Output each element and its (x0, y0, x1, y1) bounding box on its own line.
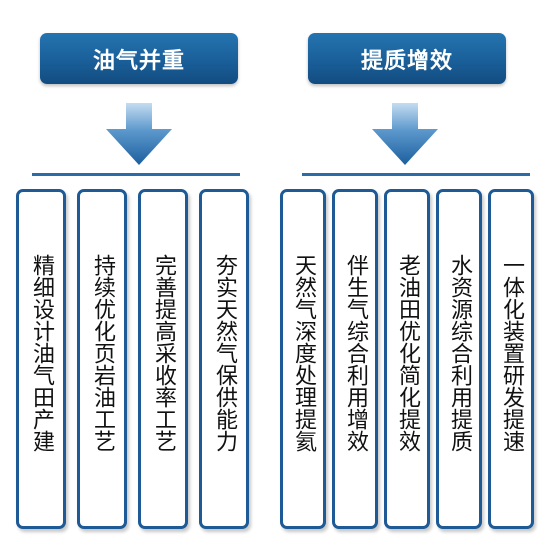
card-label: 精细设计油气田产建 (29, 254, 54, 452)
card-label: 一体化装置研发提速 (499, 254, 524, 452)
card-label: 夯实天然气保供能力 (212, 254, 237, 452)
card-label: 持续优化页岩油工艺 (90, 254, 115, 452)
down-arrow-icon (106, 103, 172, 165)
card-item: 完善提高采收率工艺 (138, 189, 188, 529)
header-oil-gas: 油气并重 (40, 33, 238, 84)
card-item: 持续优化页岩油工艺 (77, 189, 127, 529)
card-item: 天然气深度处理提氦 (280, 189, 326, 529)
card-item: 夯实天然气保供能力 (199, 189, 249, 529)
header-title: 油气并重 (92, 48, 185, 74)
card-label: 伴生气综合利用增效 (343, 254, 368, 452)
card-item: 精细设计油气田产建 (16, 189, 66, 529)
down-arrow-icon (372, 103, 438, 165)
card-label: 水资源综合利用提质 (447, 254, 472, 452)
card-item: 水资源综合利用提质 (436, 189, 482, 529)
header-title: 提质增效 (360, 48, 453, 74)
header-quality-efficiency: 提质增效 (308, 33, 506, 84)
card-item: 一体化装置研发提速 (488, 189, 534, 529)
divider-line (302, 173, 530, 176)
card-item: 老油田优化简化提效 (384, 189, 430, 529)
card-label: 完善提高采收率工艺 (151, 254, 176, 452)
card-label: 老油田优化简化提效 (395, 254, 420, 452)
card-item: 伴生气综合利用增效 (332, 189, 378, 529)
divider-line (32, 173, 240, 176)
card-label: 天然气深度处理提氦 (291, 254, 316, 452)
